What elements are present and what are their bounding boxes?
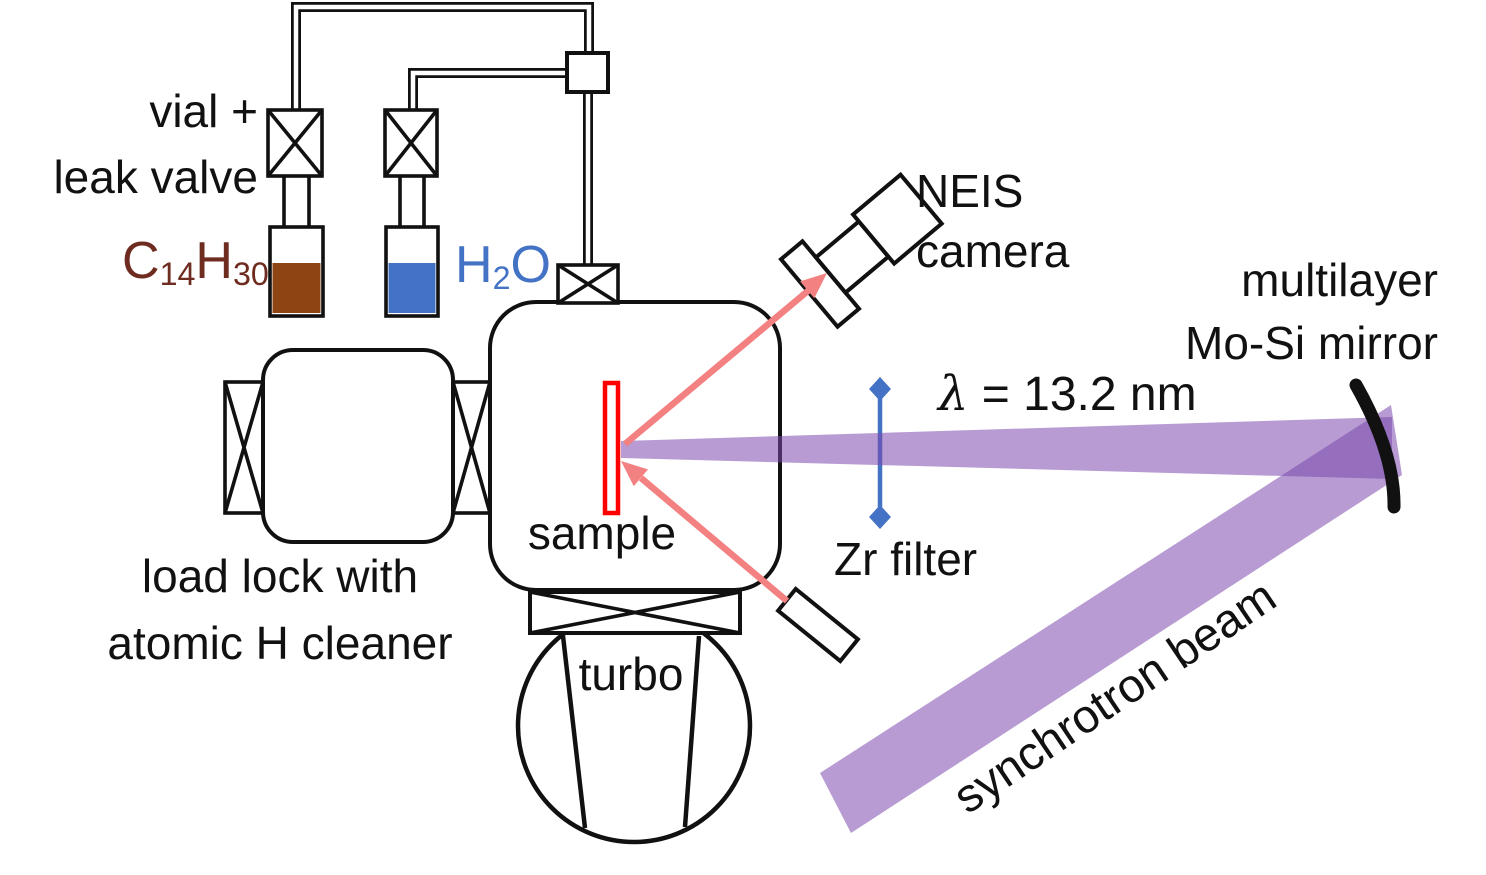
zr-filter <box>869 377 891 529</box>
pipe-junction-icon <box>565 51 610 94</box>
c14h30-liquid <box>272 263 321 313</box>
load-lock <box>223 348 492 544</box>
c14h30-label: C14H30 <box>122 232 269 293</box>
synchrotron-beam-icon <box>820 405 1402 833</box>
vial-leak-valve-label: vial + leak valve <box>18 78 258 210</box>
mirror-label-line2: Mo-Si mirror <box>1185 317 1438 369</box>
load-lock-label-line1: load lock with <box>141 550 419 602</box>
turbo-label: turbo <box>578 648 684 700</box>
illumination-port <box>775 586 861 664</box>
optical-arrows <box>621 273 827 604</box>
load-lock-label: load lock with atomic H cleaner <box>50 543 510 677</box>
sample-label: sample <box>527 507 677 559</box>
chamber-top-valve <box>556 263 620 305</box>
gas-piping <box>291 2 610 268</box>
sample-icon <box>602 380 621 516</box>
pipe-vial1-icon <box>291 2 594 114</box>
load-lock-label-line2: atomic H cleaner <box>107 617 453 669</box>
h2o-liquid <box>388 263 436 313</box>
zr-filter-top-diamond-icon <box>869 377 891 401</box>
mirror-label-line1: multilayer <box>1241 254 1438 306</box>
lambda-value: = 13.2 nm <box>981 368 1197 421</box>
mosi-mirror-icon <box>1349 378 1401 514</box>
lambda-symbol: λ <box>938 366 969 422</box>
sample-to-camera-arrow-icon <box>622 287 812 447</box>
beams <box>621 405 1402 833</box>
leak-valve-c14h30 <box>266 108 325 318</box>
camera-body-icon <box>850 171 945 267</box>
illumination-port-icon <box>775 586 861 664</box>
neis-label: NEIS <box>916 165 1024 217</box>
zr-filter-label: Zr filter <box>834 533 978 585</box>
reflected-beam-icon <box>621 417 1392 479</box>
turbo-pump-icon <box>515 607 753 845</box>
camera-label: camera <box>916 225 1070 277</box>
pipe-vial2-icon <box>408 68 568 114</box>
mirror-label: multilayer Mo-Si mirror <box>1130 249 1438 375</box>
port-to-sample-arrow-icon <box>638 475 790 604</box>
load-lock-body-icon <box>261 348 455 544</box>
neis-camera-assembly <box>778 171 945 330</box>
vial-label-line1: vial + <box>149 85 258 137</box>
zr-filter-bottom-diamond-icon <box>869 505 891 529</box>
leak-valve-h2o <box>383 108 440 318</box>
vial-label-line2: leak valve <box>53 151 258 203</box>
wavelength-label: λ = 13.2 nm <box>938 366 1197 422</box>
turbo-pump <box>515 590 753 845</box>
h2o-label: H2O <box>455 236 551 297</box>
